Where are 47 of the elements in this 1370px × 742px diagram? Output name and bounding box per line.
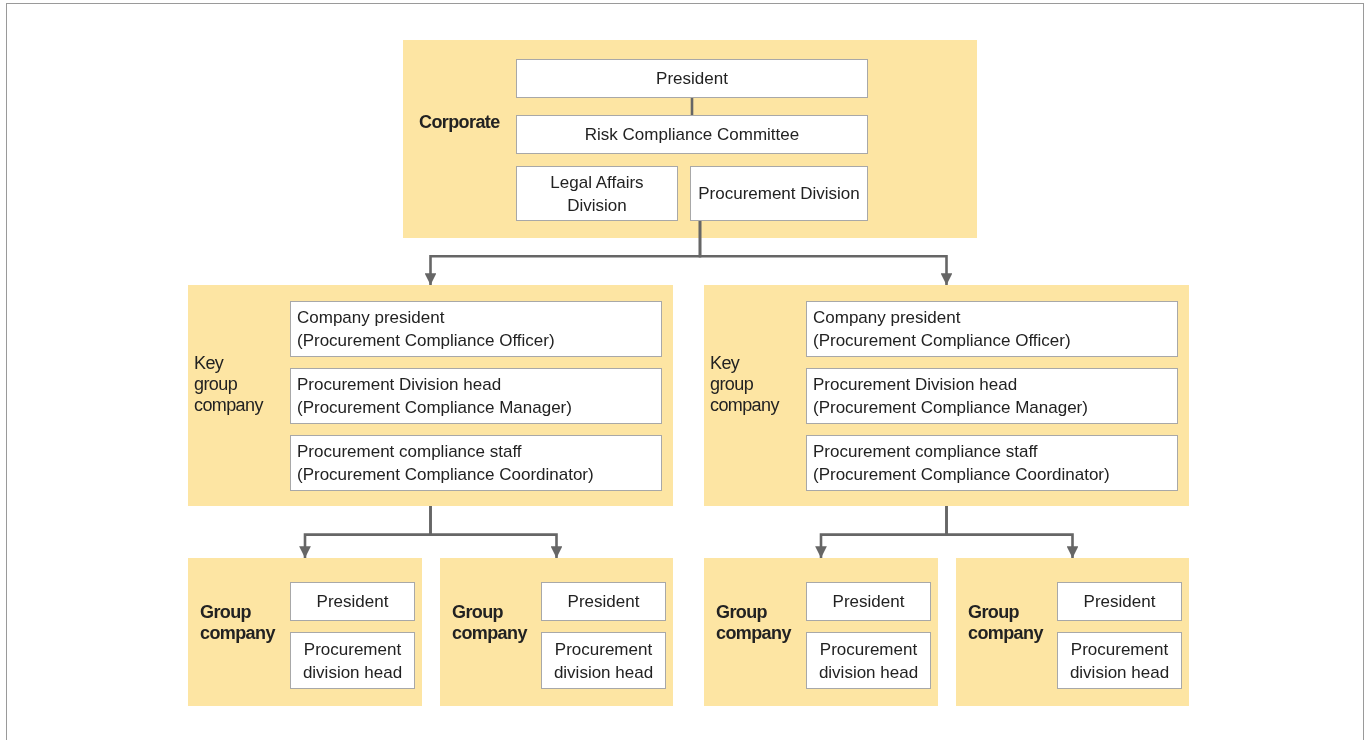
role-box: Procurement Division: [690, 166, 868, 221]
group-label: Key group company: [710, 353, 780, 416]
group-label: Corporate: [419, 112, 501, 133]
role-box: President: [541, 582, 666, 621]
role-box: Procurement division head: [1057, 632, 1182, 689]
role-text: (Procurement Compliance Officer): [297, 330, 555, 352]
role-box: [806, 435, 1178, 491]
role-text: Procurement Division head: [297, 374, 502, 396]
role-text: (Procurement Compliance Coordinator): [297, 464, 594, 486]
role-text: Company president: [813, 307, 961, 329]
role-box: Procurement division head: [290, 632, 415, 689]
role-text: (Procurement Compliance Coordinator): [813, 464, 1110, 486]
role-box: Legal Affairs Division: [516, 166, 678, 221]
group-label: Group company: [452, 602, 529, 644]
role-box: [290, 435, 662, 491]
role-text: (Procurement Compliance Manager): [297, 397, 572, 419]
role-text: Procurement compliance staff: [813, 441, 1038, 463]
role-box: President: [1057, 582, 1182, 621]
group-panel: [188, 285, 673, 506]
group-panel: [704, 558, 938, 706]
role-box: [290, 368, 662, 424]
group-panel: [403, 40, 977, 238]
arrow: [429, 506, 563, 558]
role-text: Procurement compliance staff: [297, 441, 522, 463]
role-box: [806, 368, 1178, 424]
role-box: President: [806, 582, 931, 621]
role-box: Procurement division head: [806, 632, 931, 689]
role-box: Procurement division head: [541, 632, 666, 689]
role-box: President: [516, 59, 868, 98]
group-label: Group company: [716, 602, 793, 644]
arrow: [698, 221, 953, 285]
role-text: Procurement Division head: [813, 374, 1018, 396]
group-label: Group company: [200, 602, 277, 644]
group-panel: [440, 558, 673, 706]
role-box: [290, 301, 662, 357]
arrow: [945, 506, 1079, 558]
role-text: (Procurement Compliance Manager): [813, 397, 1088, 419]
group-panel: [704, 285, 1189, 506]
group-label: Key group company: [194, 353, 264, 416]
role-box: President: [290, 582, 415, 621]
role-text: (Procurement Compliance Officer): [813, 330, 1071, 352]
role-box: [806, 301, 1178, 357]
group-label: Group company: [968, 602, 1045, 644]
group-panel: [188, 558, 422, 706]
role-text: Company president: [297, 307, 445, 329]
group-panel: [956, 558, 1189, 706]
role-box: Risk Compliance Committee: [516, 115, 868, 154]
